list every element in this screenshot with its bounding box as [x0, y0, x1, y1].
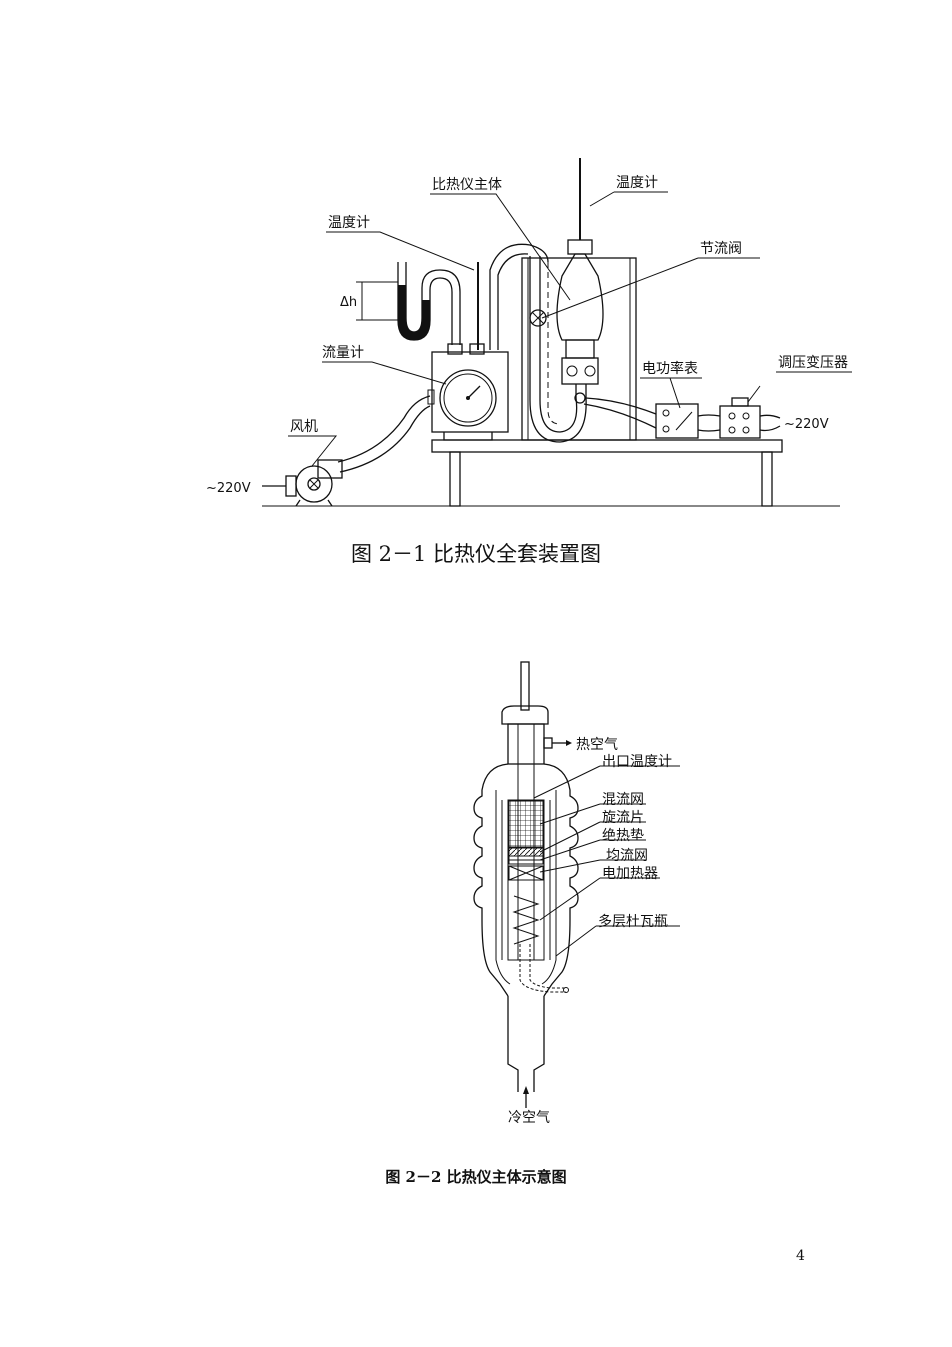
label-cold-air: 冷空气 — [508, 1110, 550, 1126]
table — [431, 439, 783, 507]
label-mixing-mesh: 混流网 — [602, 792, 644, 808]
leader-lines — [288, 191, 852, 467]
hose-top-inner — [497, 253, 529, 350]
page-number: 4 — [796, 1248, 805, 1264]
label-swirl-plate: 旋流片 — [602, 810, 644, 826]
label-uniform-mesh: 均流网 — [606, 848, 648, 864]
power-meter — [583, 397, 699, 439]
label-power-meter: 电功率表 — [642, 360, 698, 377]
label-electric-heater: 电加热器 — [602, 866, 658, 882]
fan — [262, 459, 343, 507]
label-fan: 风机 — [290, 419, 318, 435]
label-outlet-thermometer: 出口温度计 — [602, 754, 672, 770]
label-voltage-right: ~220V — [784, 417, 829, 432]
figure-2-caption: 图 2－2 比热仪主体示意图 — [385, 1168, 567, 1186]
voltage-regulator — [697, 397, 781, 439]
label-dewar-flask: 多层杜瓦瓶 — [598, 913, 668, 930]
main-body-flask — [529, 158, 604, 443]
label-delta-h: Δh — [340, 295, 357, 310]
label-voltage-left: ~220V — [206, 481, 251, 496]
label-flowmeter: 流量计 — [322, 345, 364, 361]
throttle-valve — [529, 309, 547, 327]
label-throttle-valve: 节流阀 — [700, 241, 742, 257]
label-thermometer-left: 温度计 — [328, 215, 370, 231]
hose-top — [489, 243, 549, 350]
hose-fan-inner — [339, 405, 431, 473]
u-tube-manometer — [356, 262, 461, 345]
figure-1-caption: 图 2－1 比热仪全套装置图 — [350, 542, 602, 566]
label-main-body: 比热仪主体 — [432, 177, 502, 193]
label-thermometer-top: 温度计 — [616, 175, 658, 191]
hose-fan — [337, 395, 431, 463]
label-voltage-regulator: 调压变压器 — [778, 355, 848, 371]
figure-2-main-body-diagram — [473, 661, 680, 1108]
main-body-enclosure — [521, 257, 637, 441]
label-insulation-pad: 绝热垫 — [602, 828, 644, 844]
label-hot-air: 热空气 — [576, 737, 618, 753]
flowmeter — [427, 343, 509, 441]
